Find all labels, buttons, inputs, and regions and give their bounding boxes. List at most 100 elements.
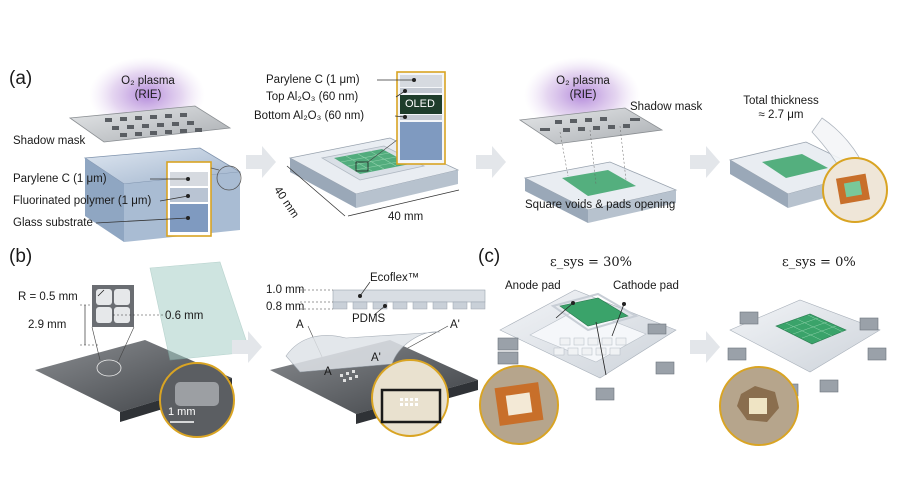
anode-dot [571,301,575,305]
pdms-leader [373,305,386,316]
panel-label-a: (a) [9,68,33,89]
a1-plasma-line2: (RIE) [134,89,162,101]
mold-zoom-connector-1 [91,326,101,361]
a4-thickness-line2: ≈ 2.7 μm [758,109,804,121]
a3-caption: Square voids & pads opening [525,199,676,211]
photo-inset-b-device [380,388,442,424]
leader-fluoro [159,195,189,202]
a4-thickness-line1: Total thickness [743,95,819,107]
b2-pdms-label: PDMS [352,313,386,325]
dim-line-bottom [347,189,460,217]
photo-inset-b-pads [400,398,418,406]
dim-line-left [286,165,346,217]
dot-a2-top [403,89,407,93]
guide-lines [559,125,627,185]
peeled-oled [762,154,828,178]
zoom-bottom-al2o3-band [400,115,442,120]
b2-dim-top: 1.0 mm [266,284,305,296]
zoom-parylene-band [400,75,442,87]
peeled-device-front [730,160,788,208]
dot-a2-bottom [403,115,407,119]
mask-holes-2 [540,117,640,132]
sem-inset-feature [175,382,219,406]
process-arrow-a3 [690,146,720,178]
dot-parylene [186,177,190,181]
process-arrow-a1 [246,146,276,178]
a1-fluoro-label: Fluorinated polymer (1 μm) [13,195,152,207]
zoom-substrate-band [400,122,442,160]
oled-panel-0-grid [783,314,844,341]
device-side [356,170,458,208]
shadow-mask-plate [68,105,232,143]
c-strain-0: ε_sys = 0% [782,255,856,270]
dot-fluoro [186,194,190,198]
center-arrow [595,321,607,376]
dot-a2-parylene [412,78,416,82]
process-arrow-c1 [690,331,720,363]
mold-zoom-connector-2 [117,326,135,363]
panel-label-b: (b) [9,246,33,267]
a1-plasma-line1: O₂ plasma [121,75,175,87]
mold-cell-1 [96,289,112,305]
photo-inset-a-pixels [843,180,863,198]
pattern-dots [340,370,358,382]
zoom-top-al2o3-band [400,88,442,93]
b1-scale-label: 1 mm [168,406,196,418]
ecoflex-layer [332,289,486,303]
photo-inset-c0-pixels [749,398,767,414]
a1-parylene-label: Parylene C (1 μm) [13,173,107,185]
panel-label-c: (c) [478,246,501,267]
zoom-oled-band [400,95,442,114]
b2-section-a-plate: A [324,366,332,378]
oled-panel-30 [559,297,629,327]
a3-shadow-mask-label: Shadow mask [630,101,703,113]
b1-pitch-label: 2.9 mm [28,319,67,331]
a1-glass-label: Glass substrate [13,217,93,229]
pdms-dot [383,304,387,308]
ecoflex-dot [358,294,362,298]
b2-section-a-prime-plate: A' [371,352,381,364]
process-arrow-a2 [476,146,506,178]
mold-cell-3 [96,307,112,323]
b2-section-a-prime: A' [450,319,460,331]
oled-pixel-array-2 [562,170,636,196]
dot-glass [186,216,190,220]
leader-glass [95,217,189,224]
pdms-segments [332,301,486,310]
shadow-mask-plate-2 [518,107,664,145]
c-strain-30: ε_sys = 30% [550,255,632,270]
a3-plasma-line1: O₂ plasma [556,75,610,87]
device-front-2 [525,178,588,223]
c-anode-label: Anode pad [505,280,561,292]
radius-arrow [97,289,105,297]
a2-dim-bottom: 40 mm [388,211,424,223]
peeling-film [285,331,441,373]
cathode-arrow [611,303,625,337]
mold-zoom-origin [96,359,122,377]
cathode-dot [622,302,626,306]
a2-parylene-label: Parylene C (1 μm) [266,74,360,86]
c-cathode-label: Cathode pad [613,280,679,292]
oled-zoom-connector [367,139,398,163]
ecoflex-leader [359,281,371,297]
device-front [290,158,356,208]
substrate-front [85,158,124,242]
b2-ecoflex-label: Ecoflex™ [370,272,420,284]
mask-holes [105,113,202,137]
a2-oled-label: OLED [405,98,435,110]
zoom-connector [210,167,220,171]
b2-dim-bottom: 0.8 mm [266,301,305,313]
b1-radius-label: R = 0.5 mm [18,291,78,303]
b1-gap-label: 0.6 mm [165,310,204,322]
oled-panel-30-frame [550,292,639,332]
oled-panel-0 [775,313,847,345]
a3-plasma-line2: (RIE) [569,89,597,101]
stretched-pixel-array [553,337,627,356]
oled-zoom-frame [355,161,369,172]
mold-cell-2 [114,289,130,305]
a2-top-al2o3-label: Top Al₂O₃ (60 nm) [266,91,359,103]
process-arrow-b1 [232,331,262,363]
a2-bottom-al2o3-label: Bottom Al₂O₃ (60 nm) [254,110,365,122]
device-side-2 [588,190,676,223]
